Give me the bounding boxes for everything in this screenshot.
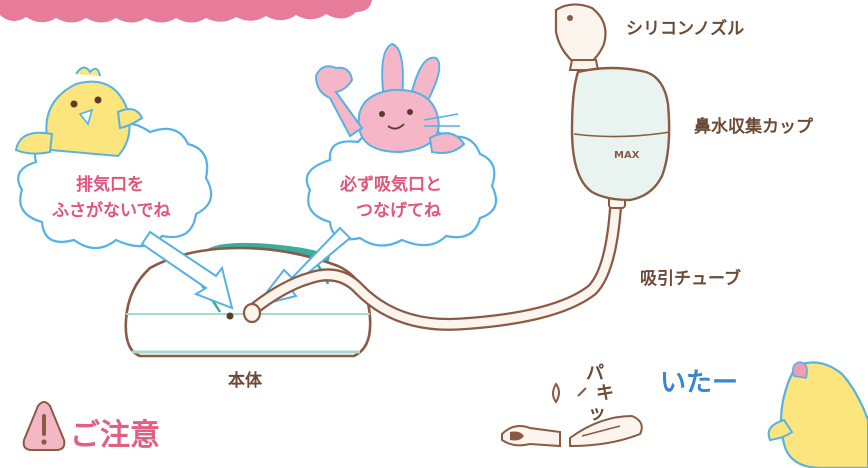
bubble-left-line-1: 排気口を [76,175,144,195]
caution-title: ご注意 [70,418,160,453]
bubble-left-line-2: ふさがないでね [52,201,171,221]
label-nozzle: シリコンノズル [626,19,745,39]
broken-pieces [501,382,643,448]
label-cup: 鼻水収集カップ [694,117,813,137]
chick-character [14,66,144,158]
bubble-right-line-2: つなげてね [356,201,441,221]
pink-banner [0,0,372,23]
warning-icon [22,401,66,451]
label-body: 本体 [228,371,262,391]
cup-max-mark: MAX [614,150,640,161]
sfx-snap-3: ッ [588,403,606,424]
bubble-right-line-1: 必ず吸気口と [340,175,442,195]
crying-chick [767,361,868,468]
main-body-unit [124,242,372,358]
collection-cup [554,3,671,202]
sfx-snap-1: パ [586,363,604,384]
sfx-snap-2: キ [596,383,614,404]
sfx-ouch: いたー [660,368,739,398]
label-tube: 吸引チューブ [640,269,741,289]
rabbit-character [314,42,466,154]
arrow-exhaust [140,230,234,310]
